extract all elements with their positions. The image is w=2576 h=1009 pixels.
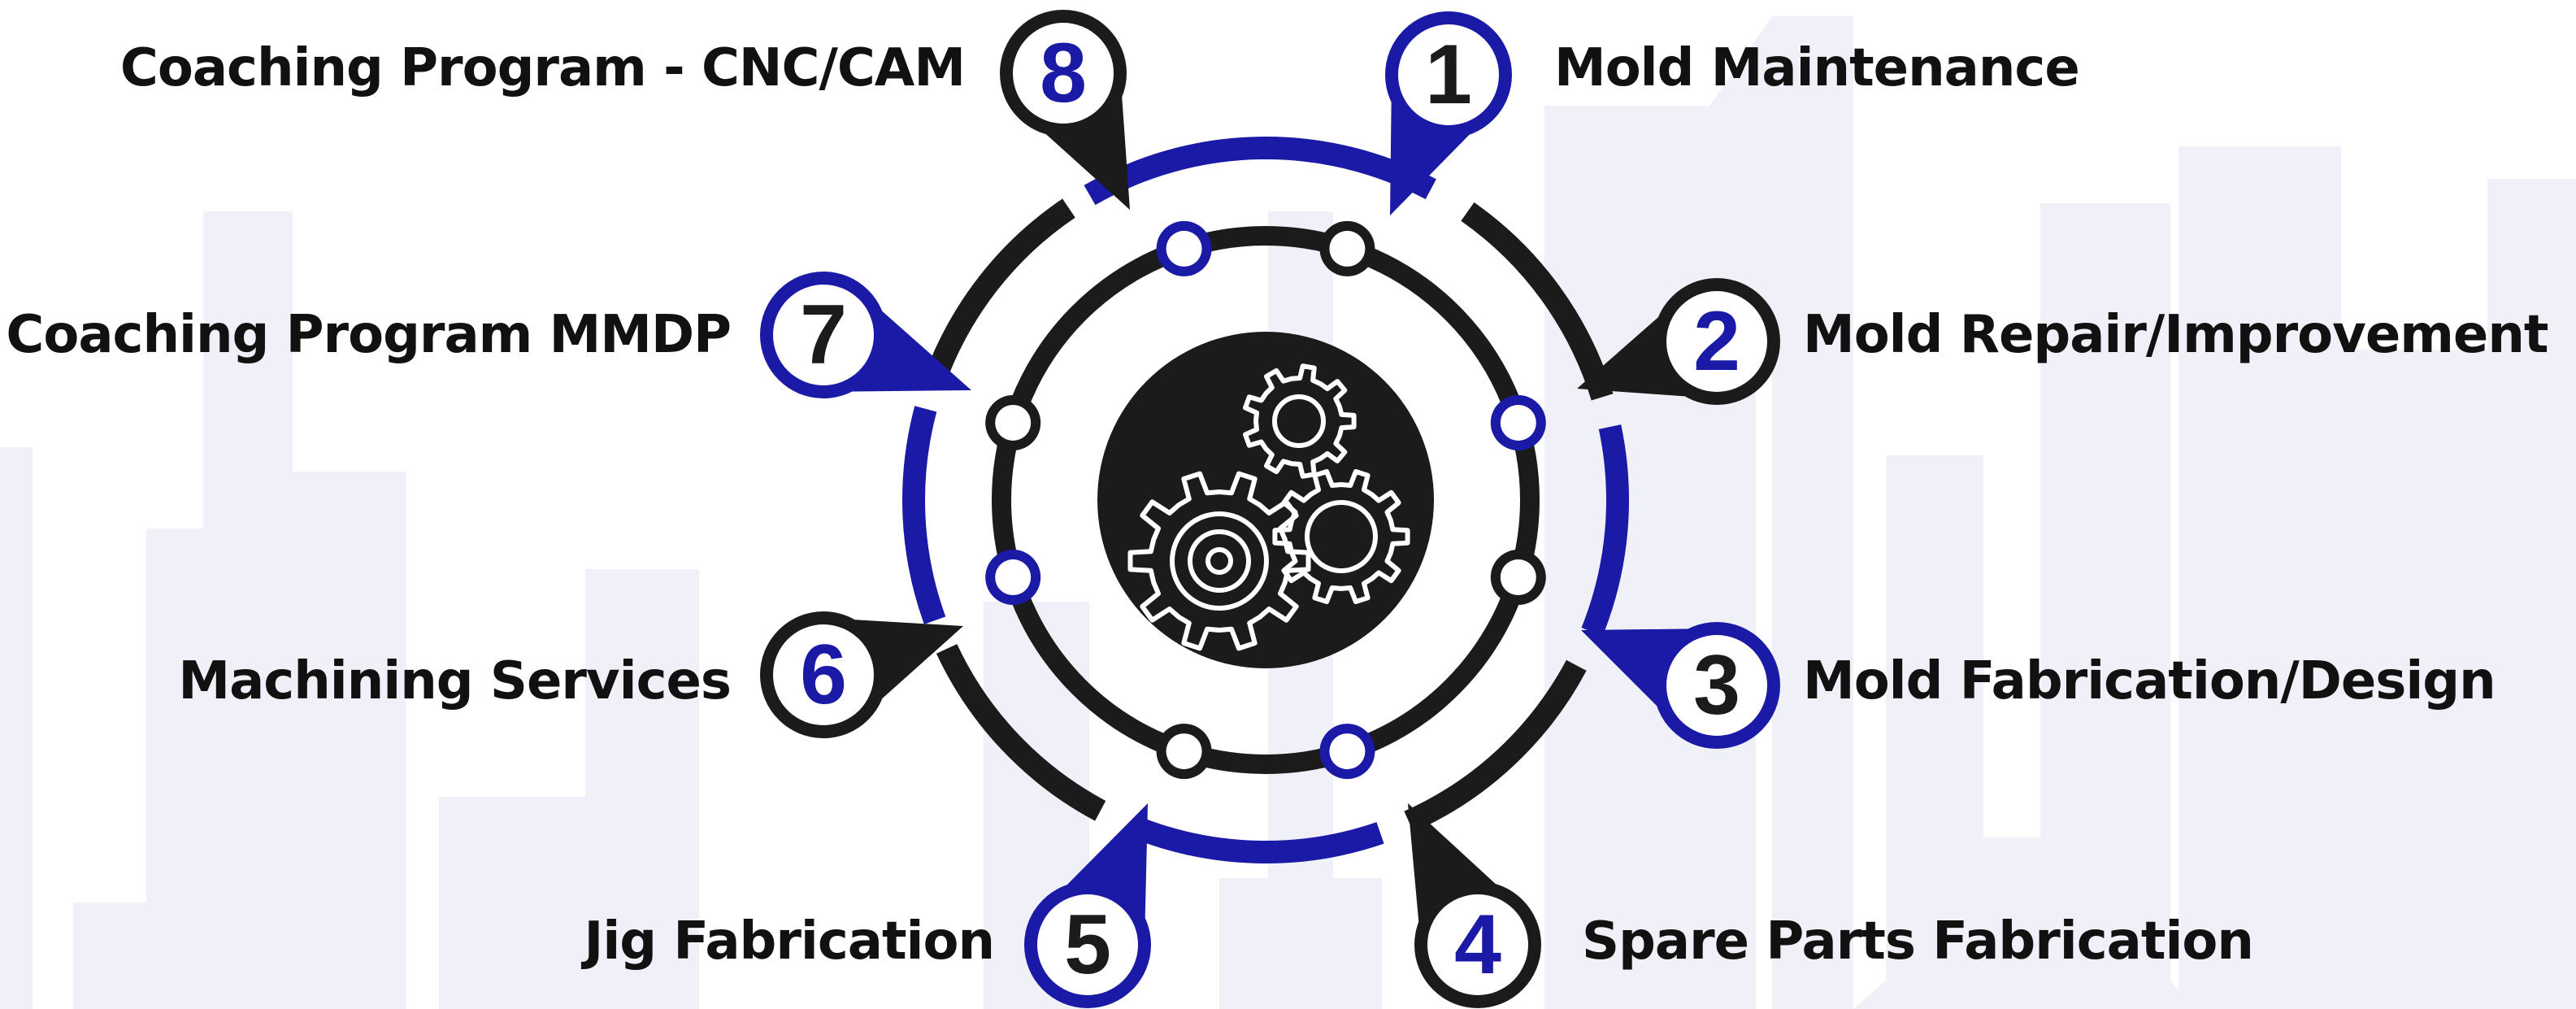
outer-ring-segment xyxy=(1090,148,1431,195)
service-badge-6: 6 xyxy=(760,611,963,738)
service-label-1: Mold Maintenance xyxy=(1554,34,2079,102)
badge-number-8: 8 xyxy=(1040,26,1087,120)
service-badge-8: 8 xyxy=(1000,10,1130,210)
service-badge-1: 1 xyxy=(1385,11,1512,215)
skyline-building xyxy=(293,472,406,1009)
service-label-7: Coaching Program MMDP xyxy=(6,301,731,369)
service-label-6: Machining Services xyxy=(178,647,731,715)
outer-ring-segment xyxy=(1134,827,1380,853)
ring-dot-center xyxy=(1329,231,1365,267)
badge-number-2: 2 xyxy=(1693,294,1740,389)
service-label-8: Coaching Program - CNC/CAM xyxy=(120,34,965,102)
badge-number-3: 3 xyxy=(1693,638,1740,733)
badge-number-6: 6 xyxy=(800,628,847,722)
badge-number-7: 7 xyxy=(800,288,847,382)
skyline-building xyxy=(1772,16,1853,1009)
ring-dot-center xyxy=(1501,405,1536,441)
badge-number-4: 4 xyxy=(1454,898,1501,992)
ring-dot-center xyxy=(995,405,1031,441)
badge-number-5: 5 xyxy=(1064,898,1111,992)
skyline-building xyxy=(439,797,585,1009)
service-label-3: Mold Fabrication/Design xyxy=(1803,647,2496,715)
badge-number-1: 1 xyxy=(1425,28,1472,122)
service-badge-7: 7 xyxy=(760,272,971,398)
service-label-4: Spare Parts Fabrication xyxy=(1582,907,2253,976)
skyline-building xyxy=(1219,878,1382,1009)
skyline-building xyxy=(146,528,293,1009)
outer-ring-segment xyxy=(914,409,935,620)
service-label-5: Jig Fabrication xyxy=(584,907,995,976)
ring-dot-center xyxy=(1329,733,1365,769)
ring-dot-center xyxy=(1166,231,1202,267)
skyline-building xyxy=(0,447,33,1009)
ring-dot-center xyxy=(1501,559,1536,595)
skyline-building xyxy=(2179,146,2341,1009)
center-hub xyxy=(1097,332,1434,668)
service-label-2: Mold Repair/Improvement xyxy=(1803,301,2548,369)
ring-dot-center xyxy=(1166,733,1202,769)
service-badge-4: 4 xyxy=(1408,803,1541,1008)
ring-dot-center xyxy=(995,559,1031,595)
